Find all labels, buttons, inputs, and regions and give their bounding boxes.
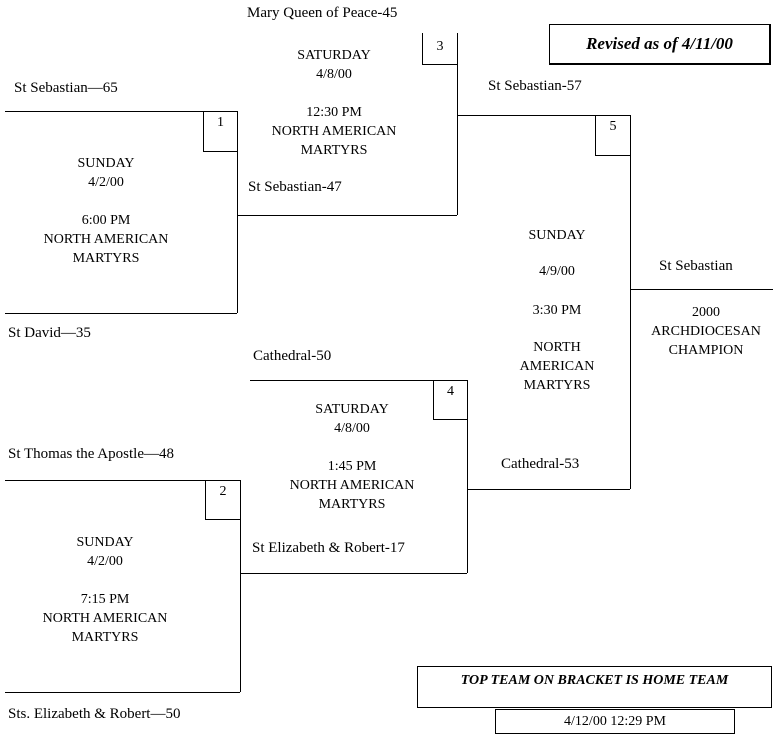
game-site: NORTH AMERICAN xyxy=(42,611,168,626)
team-top: St Sebastian—65 xyxy=(14,80,118,96)
bracket-line xyxy=(240,573,467,574)
champion-team: St Sebastian xyxy=(659,258,733,274)
game-time: 3:30 PM xyxy=(532,303,582,318)
team-bottom: St David—35 xyxy=(8,325,91,341)
game-date: 4/8/00 xyxy=(334,421,370,436)
bracket-line xyxy=(457,33,458,215)
champion-label: ARCHDIOCESAN xyxy=(651,324,761,339)
bracket-line xyxy=(467,489,630,490)
bracket-line xyxy=(250,380,467,381)
team-top: St Thomas the Apostle—48 xyxy=(8,446,174,462)
home-team-note: TOP TEAM ON BRACKET IS HOME TEAM xyxy=(417,666,772,708)
game-time: 12:30 PM xyxy=(306,105,362,120)
team-bottom: Cathedral-53 xyxy=(501,456,580,472)
game-info: SUNDAY 4/2/00 6:00 PM NORTH AMERICAN MAR… xyxy=(44,154,169,268)
game-date: 4/2/00 xyxy=(88,175,124,190)
bracket-line xyxy=(5,111,237,112)
bracket-line xyxy=(467,380,468,573)
game-site: NORTH xyxy=(533,340,581,355)
bracket-line xyxy=(5,692,240,693)
game-date: 4/2/00 xyxy=(87,554,123,569)
revised-banner: Revised as of 4/11/00 xyxy=(549,24,771,65)
game-site: AMERICAN xyxy=(519,359,595,374)
team-bottom: St Elizabeth & Robert-17 xyxy=(252,540,405,556)
game-number: 4 xyxy=(433,380,468,420)
game-day: SUNDAY xyxy=(528,228,586,243)
team-bottom: Sts. Elizabeth & Robert—50 xyxy=(8,706,181,722)
timestamp: 4/12/00 12:29 PM xyxy=(495,709,735,734)
champion-label: CHAMPION xyxy=(668,343,744,358)
game-day: SUNDAY xyxy=(76,535,134,550)
game-number: 1 xyxy=(203,111,238,152)
game-info: SUNDAY 4/9/00 3:30 PM NORTH AMERICAN MAR… xyxy=(520,226,595,395)
game-time: 6:00 PM xyxy=(81,213,131,228)
game-number: 3 xyxy=(422,33,458,65)
bracket-line xyxy=(5,480,240,481)
bracket-line xyxy=(237,111,238,313)
team-bottom: St Sebastian-47 xyxy=(248,179,342,195)
champion-year: 2000 xyxy=(692,305,720,320)
bracket-line xyxy=(457,115,630,116)
game-number: 5 xyxy=(595,115,631,156)
game-site: MARTYRS xyxy=(300,143,368,158)
game-day: SATURDAY xyxy=(315,402,389,417)
game-site: MARTYRS xyxy=(318,497,386,512)
game-time: 7:15 PM xyxy=(80,592,130,607)
game-site: MARTYRS xyxy=(523,378,591,393)
game-site: MARTYRS xyxy=(71,630,139,645)
game-info: SATURDAY 4/8/00 12:30 PM NORTH AMERICAN … xyxy=(272,46,397,160)
game-day: SATURDAY xyxy=(297,48,371,63)
bracket-line xyxy=(237,215,457,216)
bracket-line xyxy=(630,289,773,290)
team-top: St Sebastian-57 xyxy=(488,78,582,94)
game-site: NORTH AMERICAN xyxy=(289,478,415,493)
bracket-line xyxy=(5,313,237,314)
bracket-line xyxy=(240,480,241,692)
game-site: NORTH AMERICAN xyxy=(43,232,169,247)
game-info: SATURDAY 4/8/00 1:45 PM NORTH AMERICAN M… xyxy=(290,400,415,514)
game-number: 2 xyxy=(205,480,241,520)
team-top: Mary Queen of Peace-45 xyxy=(247,5,398,21)
game-site: MARTYRS xyxy=(72,251,140,266)
game-site: NORTH AMERICAN xyxy=(271,124,397,139)
team-top: Cathedral-50 xyxy=(253,348,332,364)
game-date: 4/9/00 xyxy=(539,264,575,279)
bracket-line xyxy=(630,115,631,489)
game-info: SUNDAY 4/2/00 7:15 PM NORTH AMERICAN MAR… xyxy=(43,533,168,647)
game-day: SUNDAY xyxy=(77,156,135,171)
champion-title: 2000 ARCHDIOCESAN CHAMPION xyxy=(651,303,761,360)
game-time: 1:45 PM xyxy=(327,459,377,474)
game-date: 4/8/00 xyxy=(316,67,352,82)
